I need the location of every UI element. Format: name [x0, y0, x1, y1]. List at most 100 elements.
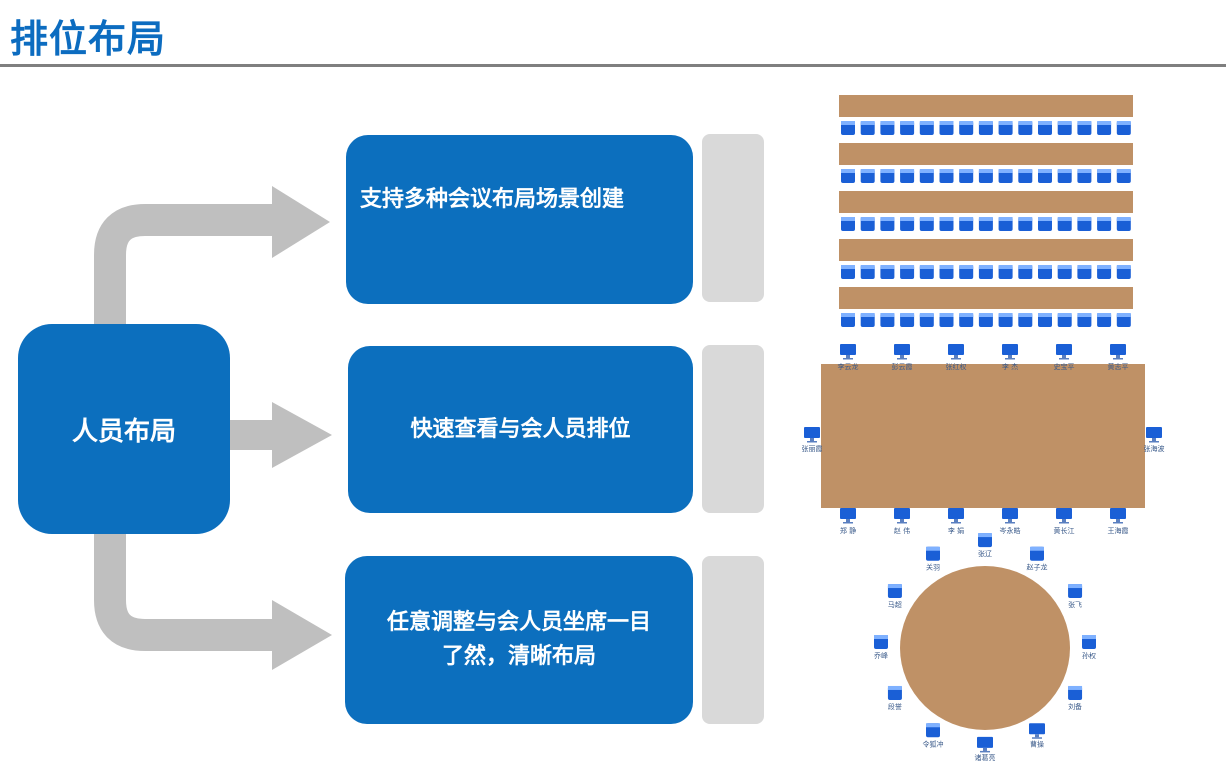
chair-icon: [1068, 685, 1083, 700]
chair-icon: [978, 533, 992, 548]
chair-icon: [939, 217, 954, 231]
chair-icon: [959, 313, 974, 327]
chair-icon: [939, 313, 954, 327]
page-title: 排位布局: [10, 17, 167, 61]
chair-icon: [1082, 635, 1096, 649]
monitor-icon: [840, 508, 856, 524]
chair-icon: [998, 265, 1013, 279]
chair-icon: [841, 169, 855, 183]
monitor-icon: [1146, 427, 1162, 443]
chair-icon: [978, 217, 993, 231]
chair-icon: [978, 169, 993, 183]
arrow-to-feature-3: [94, 530, 280, 651]
chair-icon: [900, 217, 915, 231]
seat-name-label: 黄志平: [1108, 362, 1129, 371]
grey-tab: [702, 345, 764, 513]
chair-icon: [900, 121, 915, 135]
chair-icon: [841, 217, 855, 231]
chair-icon: [1116, 121, 1131, 135]
feature-label-line-1: 任意调整与会人员坐席一目: [386, 610, 651, 635]
chair-icon: [860, 217, 875, 231]
chair-icon: [1068, 584, 1083, 599]
seat-name-label: 黄长江: [1054, 526, 1075, 535]
chair-icon: [959, 169, 974, 183]
chair-icon: [998, 217, 1013, 231]
monitor-icon: [1110, 508, 1126, 524]
chair-icon: [880, 217, 895, 231]
feature-box-layout-scenarios[interactable]: 支持多种会议布局场景创建: [346, 135, 693, 304]
chair-icon: [1116, 313, 1131, 327]
chair-icon: [1018, 313, 1033, 327]
monitor-icon: [948, 508, 964, 524]
chair-icon: [1038, 217, 1052, 231]
arrow-to-feature-2: [228, 420, 276, 450]
seat-name-label: 马超: [888, 600, 902, 609]
chair-icon: [998, 121, 1013, 135]
grey-tab: [702, 134, 764, 302]
monitor-icon: [840, 344, 856, 360]
feature-box-adjust-seating[interactable]: 任意调整与会人员坐席一目 了然，清晰布局: [345, 556, 693, 724]
title-divider: [0, 64, 1226, 67]
chair-icon: [919, 265, 934, 279]
desk-row: [839, 287, 1133, 309]
chair-icon: [900, 169, 915, 183]
chair-icon: [978, 313, 993, 327]
hub-personnel-layout[interactable]: 人员布局: [18, 324, 230, 534]
monitor-icon: [894, 508, 910, 524]
monitor-icon: [804, 427, 820, 443]
seat-name-label: 李 杰: [1002, 362, 1018, 371]
chair-icon: [939, 121, 954, 135]
chair-icon: [959, 217, 974, 231]
chair-icon: [978, 121, 993, 135]
monitor-icon: [1056, 344, 1072, 360]
seat-name-label: 王海霞: [1108, 526, 1129, 535]
chair-icon: [841, 121, 855, 135]
chair-icon: [919, 217, 934, 231]
chair-icon: [939, 265, 954, 279]
seat-name-label: 关羽: [926, 563, 940, 572]
chair-icon: [939, 169, 954, 183]
feature-box-view-seating[interactable]: 快速查看与会人员排位: [348, 346, 693, 513]
feature-label: 任意调整与会人员坐席一目 了然，清晰布局: [387, 606, 651, 674]
boardroom-table: [821, 364, 1145, 508]
chair-icon: [880, 169, 895, 183]
chair-icon: [1018, 169, 1033, 183]
monitor-icon: [948, 344, 964, 360]
chair-icon: [841, 265, 855, 279]
seat-name-label: 乔峰: [874, 651, 888, 660]
seat-name-label: 张飞: [1068, 600, 1082, 609]
chair-icon: [919, 169, 934, 183]
seat-name-label: 赵 伟: [894, 526, 910, 535]
feature-label: 支持多种会议布局场景创建: [360, 186, 625, 212]
seat-name-label: 令狐冲: [923, 739, 944, 748]
chair-icon: [1077, 313, 1092, 327]
chair-icon: [1057, 121, 1072, 135]
seat-name-label: 史宝平: [1054, 362, 1075, 371]
chair-icon: [978, 265, 993, 279]
monitor-icon: [1002, 508, 1018, 524]
chair-icon: [959, 265, 974, 279]
chair-icon: [1057, 217, 1072, 231]
chair-icon: [926, 546, 940, 561]
arrow-to-feature-1: [94, 204, 280, 330]
desk-row: [839, 95, 1133, 117]
chair-icon: [900, 313, 915, 327]
chair-icon: [880, 121, 895, 135]
chair-icon: [1097, 217, 1112, 231]
seat-name-label: 彭云霞: [892, 362, 913, 371]
arrowhead-3: [272, 600, 332, 670]
chair-icon: [1116, 169, 1131, 183]
chair-icon: [1018, 121, 1033, 135]
monitor-icon: [1002, 344, 1018, 360]
seat-name-label: 郑 静: [840, 526, 856, 535]
chair-icon: [998, 169, 1013, 183]
chair-icon: [860, 169, 875, 183]
seat-name-label: 岑永皓: [1000, 526, 1021, 535]
monitor-icon: [894, 344, 910, 360]
feature-label-line-2: 了然，清晰布局: [441, 644, 596, 669]
hub-label: 人员布局: [71, 416, 176, 447]
chair-icon: [1097, 121, 1112, 135]
chair-icon: [860, 313, 875, 327]
chair-icon: [926, 723, 940, 738]
